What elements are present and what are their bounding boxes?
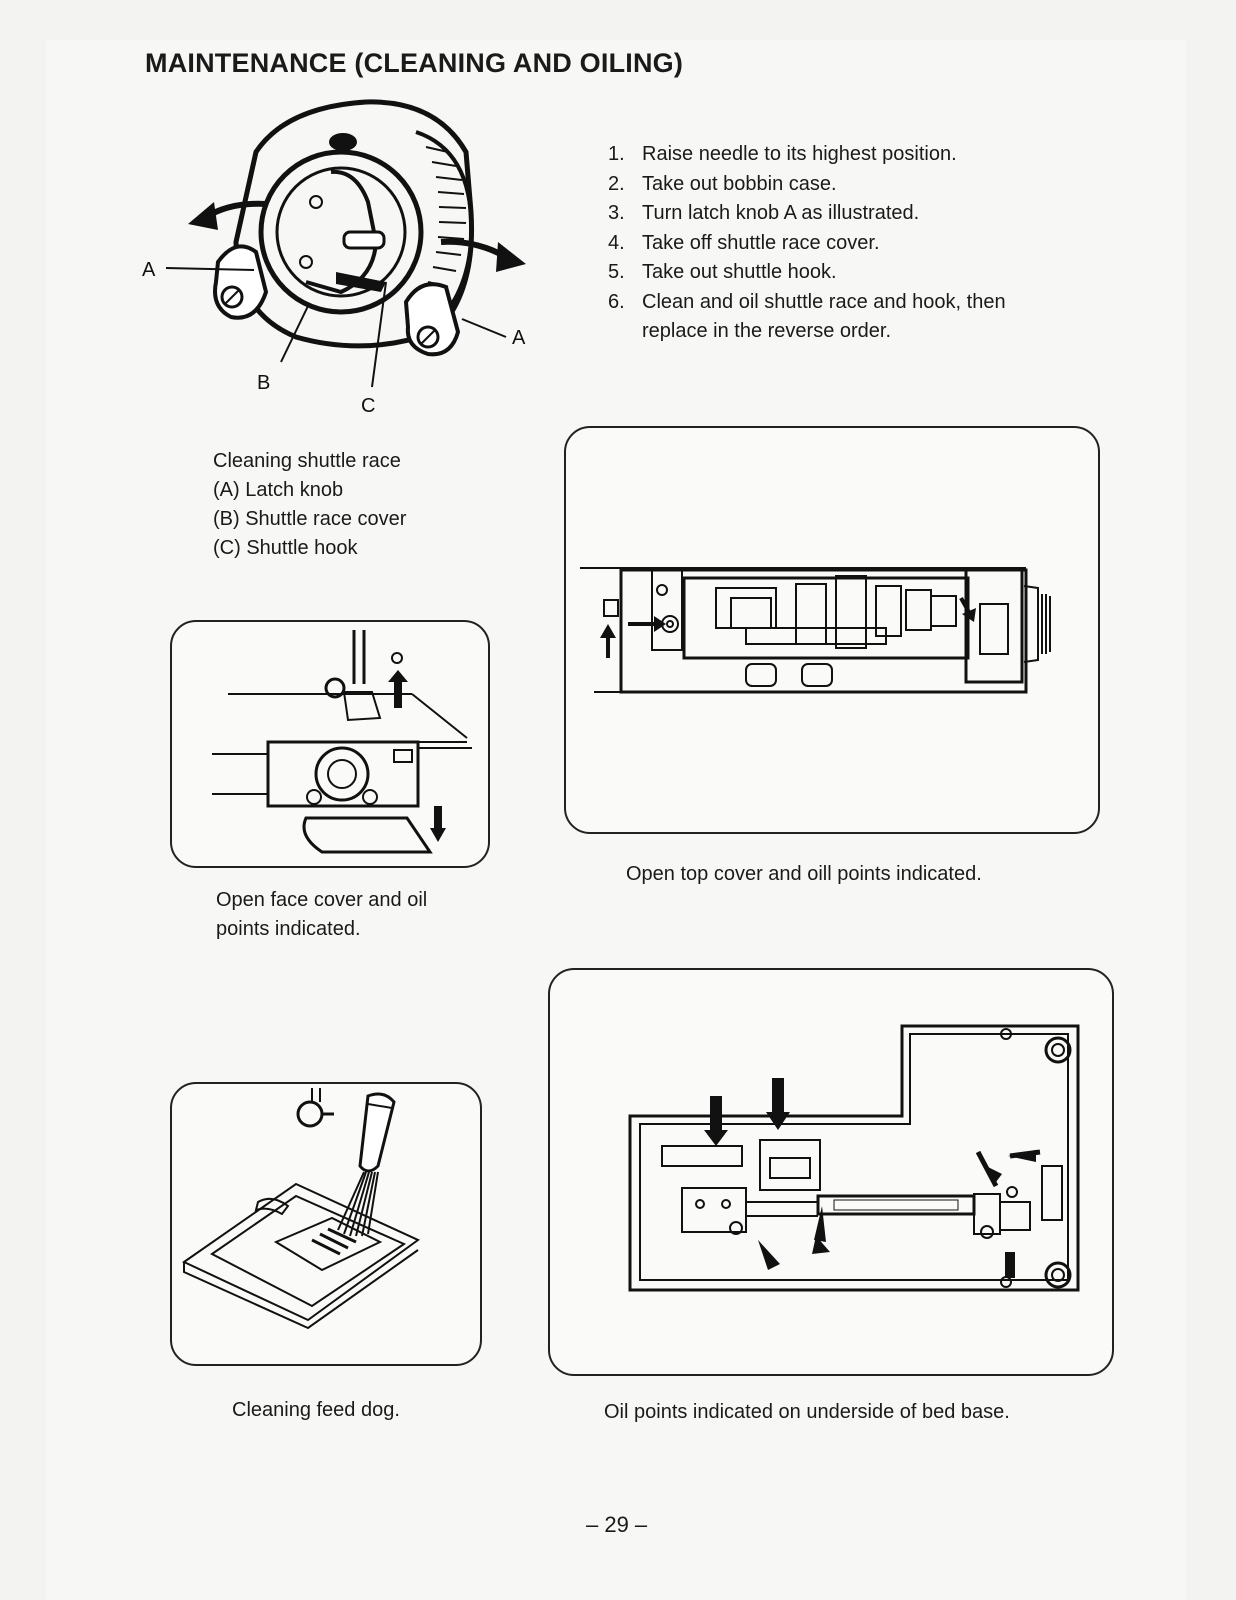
legend-c: (C) Shuttle hook bbox=[213, 537, 358, 559]
shuttle-race-illustration: A A B C bbox=[142, 99, 526, 417]
step-item: 4.Take off shuttle race cover. bbox=[608, 231, 880, 254]
label-b: B bbox=[257, 372, 270, 394]
legend-heading: Cleaning shuttle race bbox=[213, 450, 401, 472]
step-item: 5.Take out shuttle hook. bbox=[608, 261, 837, 283]
step-item: 6.Clean and oil shuttle race and hook, t… bbox=[608, 290, 1006, 343]
label-c: C bbox=[361, 395, 375, 417]
label-a-left: A bbox=[142, 259, 156, 281]
feed-dog-illustration bbox=[170, 1082, 482, 1366]
caption-top-cover: Open top cover and oill points indicated… bbox=[626, 863, 982, 885]
caption-face-cover: Open face cover and oil points indicated… bbox=[216, 889, 428, 940]
step-item: 2.Take out bobbin case. bbox=[608, 172, 837, 195]
caption-bed-base: Oil points indicated on underside of bed… bbox=[604, 1401, 1010, 1423]
bed-base-illustration bbox=[548, 968, 1114, 1376]
label-a-right: A bbox=[512, 327, 526, 349]
page-number: – 29 – bbox=[586, 1512, 648, 1537]
step-item: 1.Raise needle to its highest position. bbox=[608, 143, 957, 165]
shuttle-legend: Cleaning shuttle race (A) Latch knob (B)… bbox=[213, 447, 406, 563]
top-cover-illustration bbox=[564, 426, 1100, 834]
step-item: 3.Turn latch knob A as illustrated. bbox=[608, 202, 920, 224]
legend-a: (A) Latch knob bbox=[213, 479, 344, 501]
caption-feed-dog: Cleaning feed dog. bbox=[232, 1399, 400, 1421]
face-cover-illustration bbox=[170, 620, 490, 868]
steps-list: 1.Raise needle to its highest position. … bbox=[608, 140, 1042, 347]
page-title: MAINTENANCE (CLEANING AND OILING) bbox=[145, 48, 684, 78]
legend-b: (B) Shuttle race cover bbox=[213, 508, 407, 530]
